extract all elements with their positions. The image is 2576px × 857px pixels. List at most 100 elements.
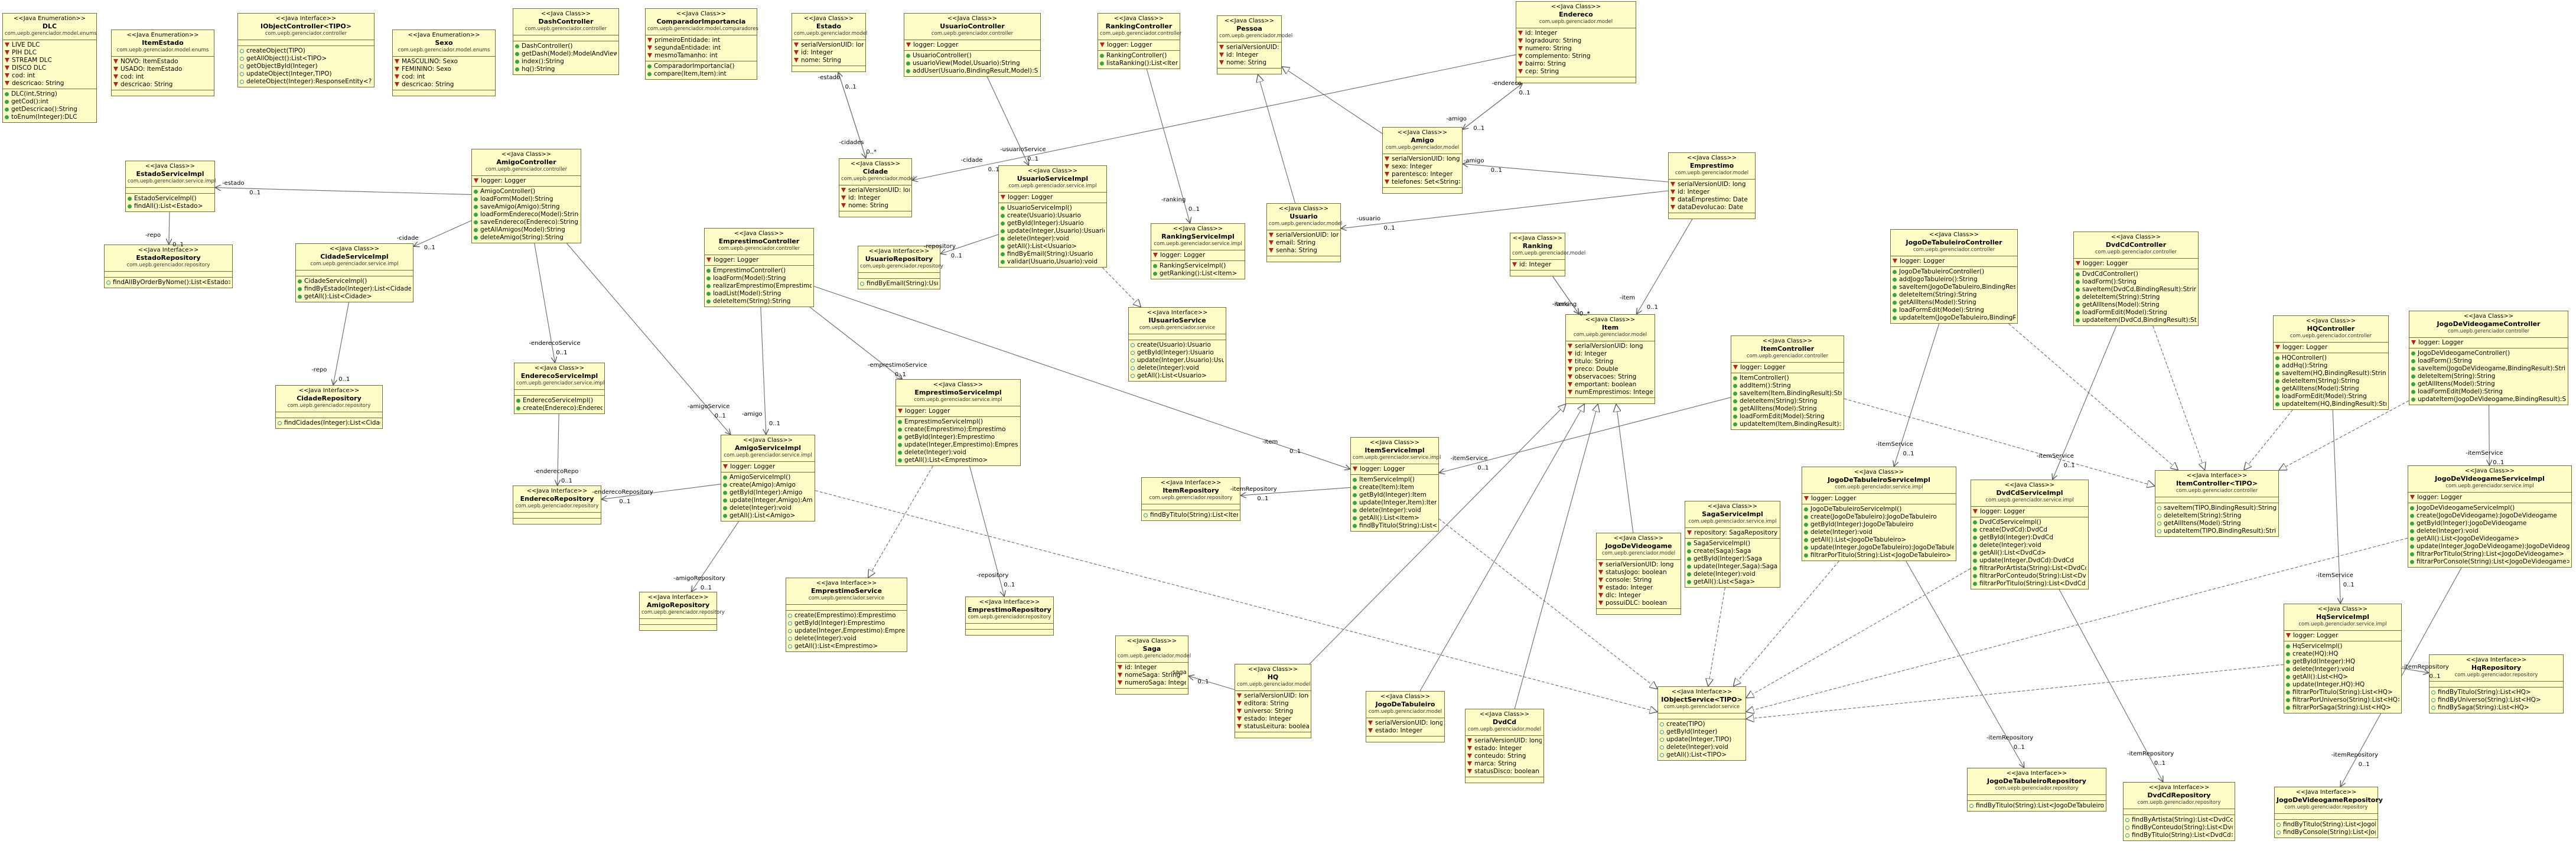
- class-name: DLC: [42, 22, 57, 30]
- class-jogodetabuleiroserviceimpl[interactable]: <<Java Class>>JogoDeTabuleiroServiceImpl…: [1802, 467, 1956, 561]
- class-method: getAll():List<Item>: [1353, 514, 1437, 522]
- class-method: update(Integer,Usuario):Usuario: [1131, 357, 1224, 364]
- class-name: HqRepository: [2471, 664, 2522, 672]
- class-method: delete(Integer):void: [1660, 744, 1744, 751]
- class-method: getById(Integer): [1660, 728, 1744, 736]
- class-field: serialVersionUID: long: [841, 187, 910, 194]
- association-role-label: -estado: [222, 180, 245, 187]
- class-jogodevideogameserviceimpl[interactable]: <<Java Class>>JogoDeVideogameServiceImpl…: [2408, 465, 2572, 568]
- class-jogodevideogamerepository[interactable]: <<Java Interface>>JogoDeVideogameReposit…: [2274, 787, 2383, 838]
- class-field: logger: Logger: [1893, 258, 2015, 265]
- class-name: IUsuarioService: [1148, 317, 1206, 324]
- class-name: JogoDeVideogameController: [2437, 320, 2541, 328]
- class-stereotype: <<Java Interface>>: [1147, 309, 1208, 316]
- class-method: create(JogoDeVideogame):JogoDeVideogame: [2410, 512, 2570, 520]
- generalization-line: [1514, 404, 1598, 709]
- class-package: com.uepb.gerenciador.controller: [2290, 333, 2372, 339]
- class-field: nomeSaga: String: [1118, 672, 1186, 679]
- class-stereotype: <<Java Class>>: [501, 151, 552, 158]
- class-fields: logger: Logger: [1802, 494, 1956, 504]
- class-method: findByArtista(String):List<DvdCd>: [2125, 816, 2233, 824]
- class-field: segundaEntidade: int: [647, 44, 755, 52]
- realization-line: [1733, 561, 1839, 686]
- association-role-label: -estado: [818, 74, 841, 81]
- class-method: HQController(): [2275, 354, 2386, 362]
- class-method: getAll():List<DvdCd>: [1973, 549, 2086, 557]
- class-method: create(Emprestimo):Emprestimo: [898, 426, 1018, 434]
- class-field: universo: String: [1237, 708, 1309, 715]
- class-method: getById(Integer):HQ: [2286, 658, 2399, 666]
- class-field: id: Integer: [794, 49, 864, 57]
- class-fields: [238, 40, 374, 46]
- class-method: EmprestimoController(): [706, 267, 812, 275]
- class-name: EnderecoRepository: [520, 495, 594, 503]
- class-method: JogoDeTabuleiroController(): [1893, 268, 2015, 276]
- association-role-label: -itemRepository: [1986, 735, 2034, 741]
- class-itemcontrollerif[interactable]: <<Java Interface>>ItemController<TIPO>co…: [2155, 470, 2279, 537]
- class-package: com.uepb.gerenciador.service.impl: [310, 261, 399, 267]
- class-method: create(JogoDeTabuleiro):JogoDeTabuleiro: [1804, 513, 1954, 521]
- class-package: com.uepb.gerenciador.controller: [1100, 31, 1182, 37]
- class-jogodetabuleirorepository[interactable]: <<Java Interface>>JogoDeTabuleiroReposit…: [1967, 768, 2106, 812]
- class-iobjectservice[interactable]: <<Java Interface>>IObjectService<TIPO>co…: [1657, 686, 1746, 761]
- association-multiplicity: 0..1: [1257, 496, 1269, 503]
- association-multiplicity: 0..1: [1646, 304, 1658, 311]
- association-multiplicity: 0..1: [2154, 760, 2166, 767]
- class-iobjectcontroller[interactable]: <<Java Interface>>IObjectController<TIPO…: [237, 13, 374, 87]
- class-fields: logger: Logger: [1151, 250, 1245, 261]
- class-field: statusDisco: boolean: [1467, 768, 1542, 775]
